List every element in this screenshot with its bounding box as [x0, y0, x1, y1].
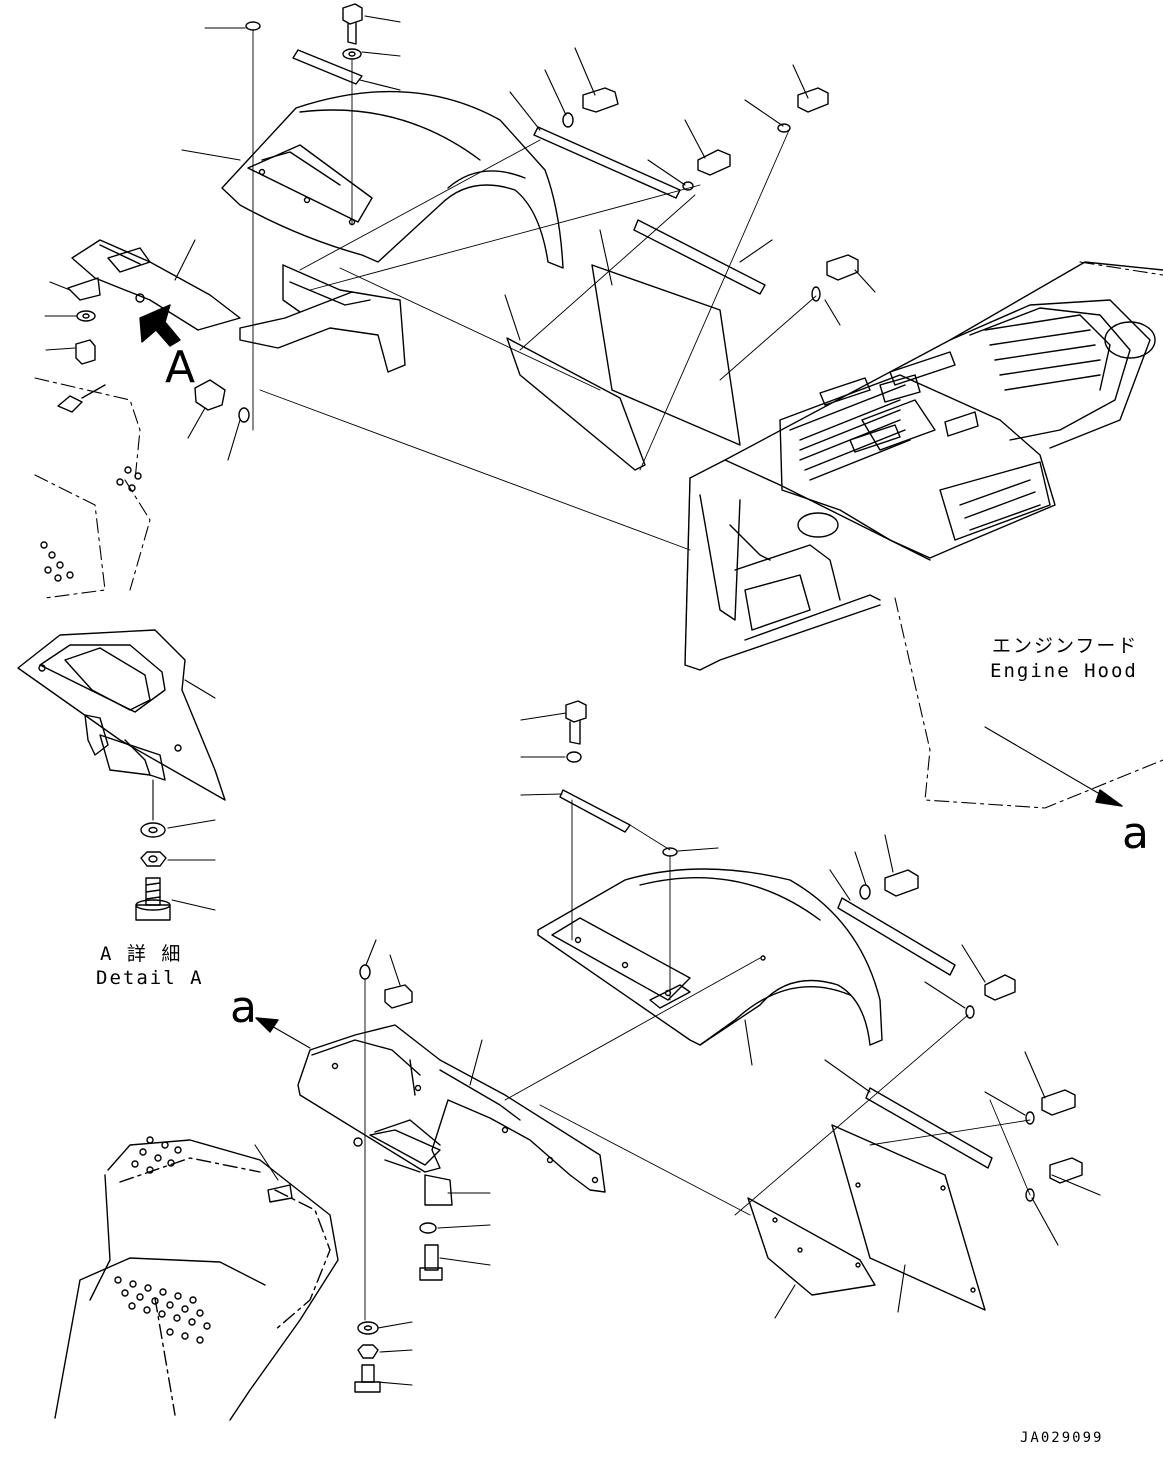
engine-hood: [684, 261, 1163, 671]
lower-fender-cover: [537, 868, 883, 1046]
engine-hood-en-label: Engine Hood: [990, 660, 1138, 682]
engine-hood-jp-label: エンジンフード: [992, 635, 1138, 657]
upper-bracket: [67, 239, 406, 373]
upper-side-plates: [506, 264, 741, 471]
view-arrow-a: [139, 304, 181, 347]
ref-a-lower-label: a: [230, 982, 257, 1033]
detail-a-hardware: [135, 822, 171, 921]
lower-side-plates: [747, 1124, 986, 1311]
left-cab-fragment: [40, 384, 142, 582]
upper-bolts: [75, 3, 859, 411]
upper-center-lines: [252, 29, 817, 551]
engine-hood-outline-dashed: [34, 261, 1163, 809]
detail-a-leaders: [152, 679, 216, 911]
lower-center-lines: [364, 799, 1031, 1321]
view-a-marker-label: A: [165, 342, 195, 393]
lower-hardware: [354, 700, 1083, 1393]
upper-fender-cover: [221, 90, 564, 269]
detail-a-view: [17, 629, 226, 801]
lower-leaders: [254, 712, 1101, 1386]
reference-arrows: [255, 726, 1123, 1049]
upper-straps: [292, 49, 766, 295]
lower-left-cab-fragment: [54, 1136, 339, 1421]
upper-leaders: [44, 15, 876, 461]
drawing-code-label: JA029099: [1020, 1430, 1103, 1446]
detail-a-en-label: Detail A: [96, 967, 204, 989]
ref-a-upper-label: a: [1122, 808, 1149, 859]
lower-bracket: [297, 1024, 606, 1206]
detail-a-jp-label: A 詳 細: [100, 943, 182, 965]
